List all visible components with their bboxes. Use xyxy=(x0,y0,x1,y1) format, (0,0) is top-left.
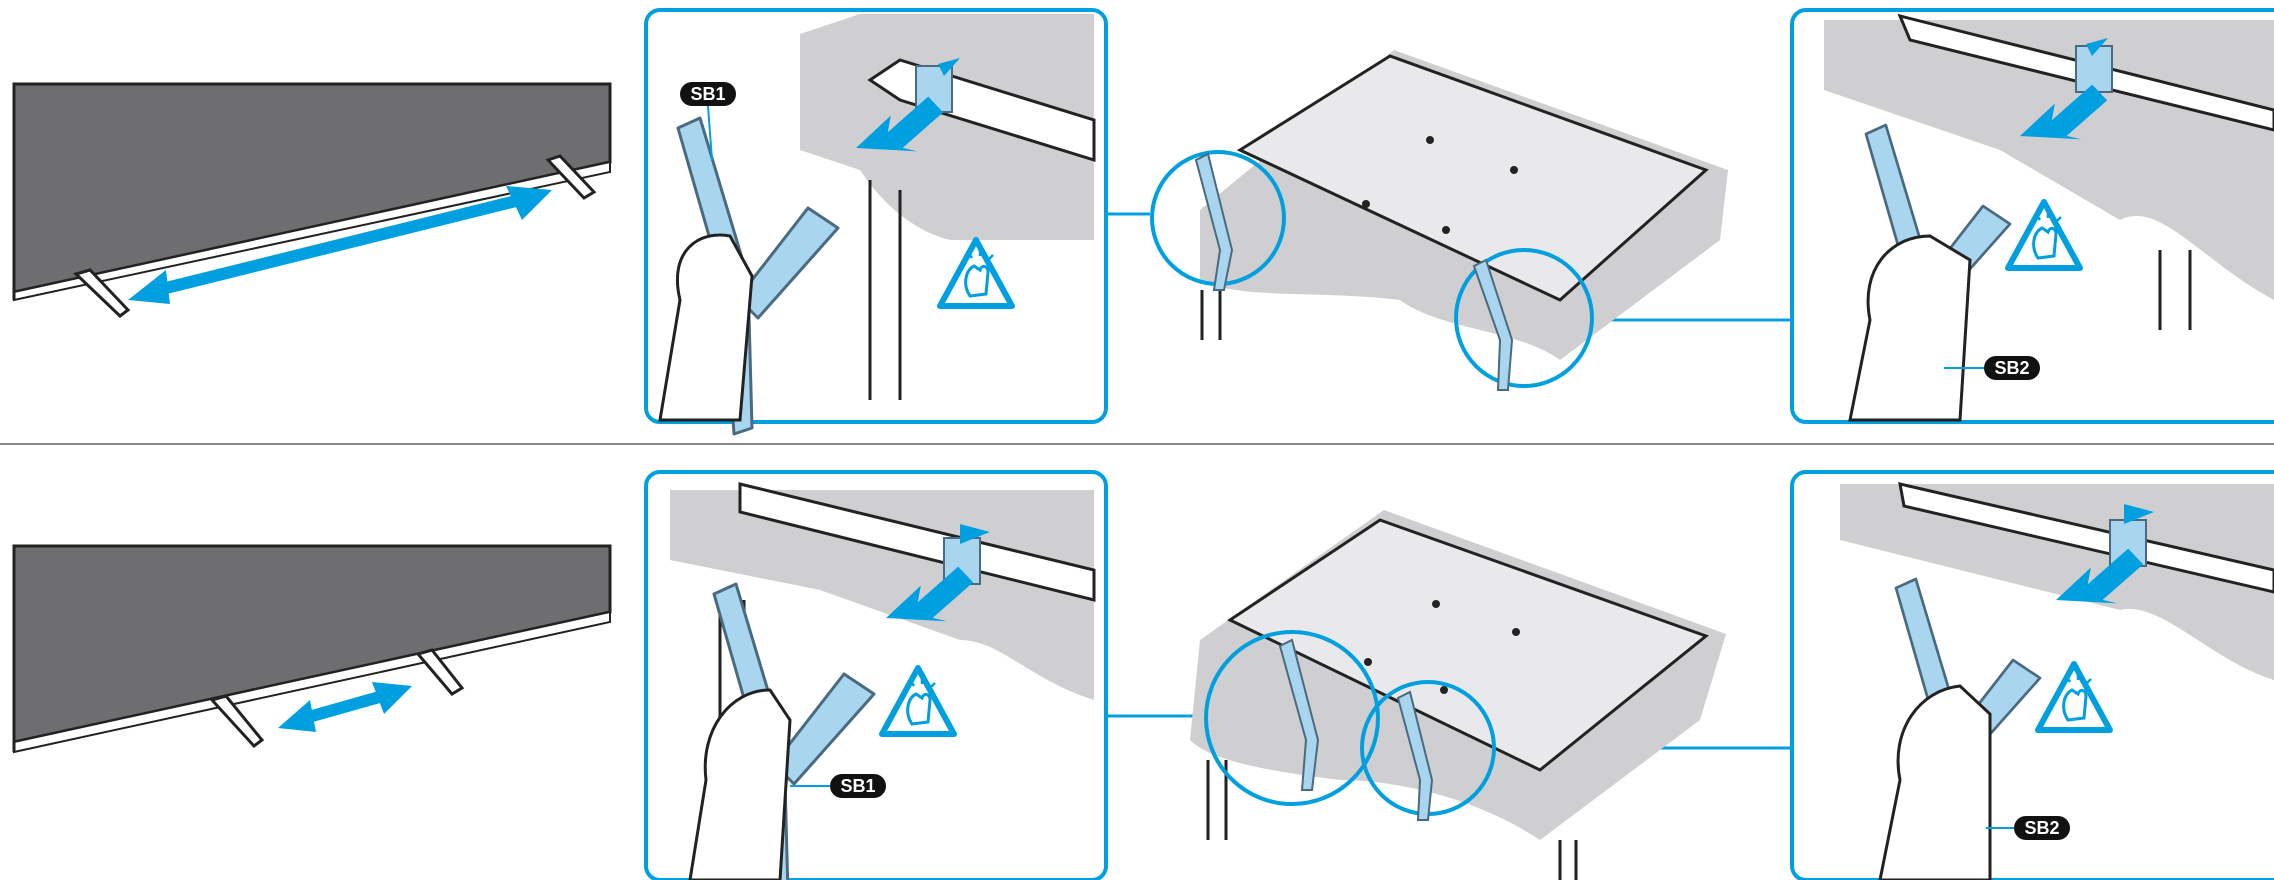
panel-attach-sb1: SB1 xyxy=(644,8,1108,436)
width-arrow-icon xyxy=(128,186,552,304)
badge-sb2: SB2 xyxy=(1986,816,2070,840)
width-arrow-icon xyxy=(278,682,412,732)
callout-circle-right xyxy=(1454,248,1594,388)
tablecloth xyxy=(800,14,1094,240)
badge-label: SB2 xyxy=(1994,358,2029,378)
tv-back-panel xyxy=(1236,54,1709,302)
hand xyxy=(1848,234,1972,422)
hand xyxy=(688,688,792,880)
tv-foot-left xyxy=(209,694,265,749)
tv-front-view xyxy=(12,544,612,754)
callout-circle-left xyxy=(1204,630,1380,806)
step-row-wide: SB1 xyxy=(12,8,2274,436)
badge-label: SB2 xyxy=(2024,818,2059,838)
tv-edge xyxy=(1898,482,2274,594)
tv-foot-right xyxy=(415,648,465,696)
tv-back-panel xyxy=(1226,518,1710,772)
badge-sb2: SB2 xyxy=(1944,356,2040,380)
hand xyxy=(1878,684,1992,880)
badge-label: SB1 xyxy=(840,776,875,796)
tablecloth xyxy=(670,490,1094,700)
panel-attach-sb1: SB1 xyxy=(644,470,1108,880)
tablecloth xyxy=(1840,484,2274,680)
badge-label: SB1 xyxy=(690,84,725,104)
step-row-narrow: SB1 xyxy=(12,470,2274,880)
tv-back-view xyxy=(1106,510,1792,880)
tv-back-view xyxy=(1106,50,1792,391)
badge-sb1: SB1 xyxy=(680,82,736,161)
panel-attach-sb2: SB2 xyxy=(1790,470,2274,880)
tv-foot-right xyxy=(545,154,597,200)
tv-foot-left xyxy=(73,268,131,318)
hand xyxy=(658,233,754,422)
badge-sb1: SB1 xyxy=(790,774,886,798)
tv-front-view xyxy=(12,82,612,318)
panel-attach-sb2: SB2 xyxy=(1790,8,2274,424)
